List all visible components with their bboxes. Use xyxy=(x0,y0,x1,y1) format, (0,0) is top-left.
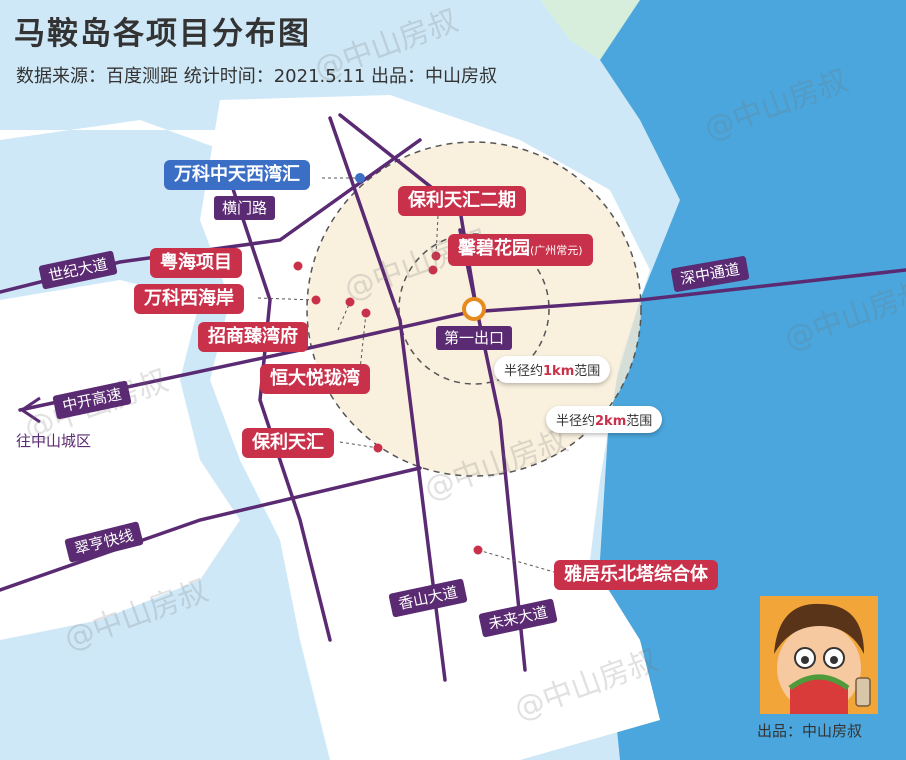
project-marker-yajule xyxy=(473,545,483,555)
radius-2km-label: 半径约2km范围 xyxy=(546,406,663,433)
project-marker-xinbi-2 xyxy=(428,265,438,275)
project-marker-wanke-xihaian xyxy=(311,295,321,305)
project-marker-baoli-tianhui xyxy=(373,443,383,453)
project-label-wanke-xihaian: 万科西海岸 xyxy=(134,284,244,314)
author-credit: 出品：中山房叔 xyxy=(757,722,863,740)
page-subtitle: 数据来源：百度测距 统计时间：2021.5.11 出品：中山房叔 xyxy=(16,66,498,87)
page-title: 马鞍岛各项目分布图 xyxy=(14,16,311,52)
exit-label: 第一出口 xyxy=(436,326,513,350)
road-xiangshan xyxy=(328,116,447,682)
radius-value: 2km xyxy=(595,414,627,429)
project-label-zhaoshang: 招商臻湾府 xyxy=(198,322,308,352)
project-label-yuehai: 粤海项目 xyxy=(150,248,242,278)
radius-prefix: 半径约 xyxy=(504,364,544,379)
radius-1km-label: 半径约1km范围 xyxy=(494,356,611,383)
project-label-wanke-zhongtian: 万科中天西湾汇 xyxy=(164,160,310,190)
leader-lines xyxy=(257,177,555,573)
west-arrow-icon xyxy=(19,396,41,424)
project-label-yajule: 雅居乐北塔综合体 xyxy=(554,560,718,590)
radius-suffix: 范围 xyxy=(574,364,601,379)
destination-label: 往中山城区 xyxy=(16,432,92,450)
project-note: (广州常元) xyxy=(530,244,583,257)
radius-prefix: 半径约 xyxy=(556,414,596,429)
project-label-baoli-tianhui-2: 保利天汇二期 xyxy=(398,186,526,216)
project-marker-wanke-zhongtian xyxy=(355,173,365,183)
project-marker-hengda xyxy=(361,308,371,318)
project-marker-yuehai xyxy=(293,261,303,271)
project-label-baoli-tianhui: 保利天汇 xyxy=(242,428,334,458)
road-hengmen xyxy=(228,178,332,642)
radius-suffix: 范围 xyxy=(626,414,653,429)
project-name: 馨碧花园 xyxy=(458,238,530,259)
project-marker-xinbi-1 xyxy=(431,251,441,261)
author-avatar xyxy=(760,596,878,714)
road-cuiheng xyxy=(0,466,422,592)
project-marker-zhaoshang xyxy=(345,297,355,307)
radius-value: 1km xyxy=(543,364,575,379)
road-label-hengmen: 横门路 xyxy=(214,196,276,220)
project-label-hengda: 恒大悦珑湾 xyxy=(260,364,370,394)
green-area xyxy=(540,0,640,60)
project-label-xinbi: 馨碧花园(广州常元) xyxy=(448,234,593,266)
west-land xyxy=(0,280,240,640)
exit-marker-icon xyxy=(462,297,486,321)
